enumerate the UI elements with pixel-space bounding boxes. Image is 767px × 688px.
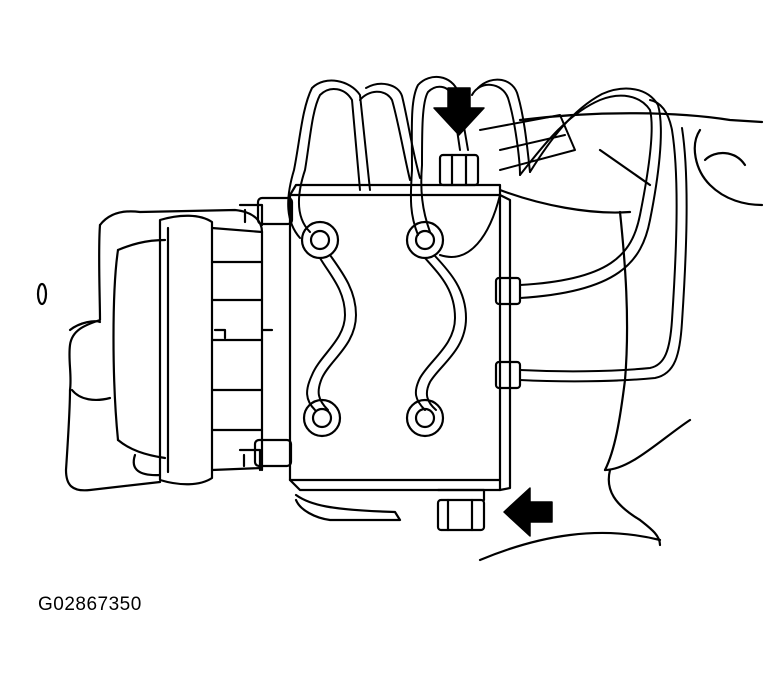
valve-block bbox=[290, 155, 520, 530]
pump-motor bbox=[38, 198, 292, 490]
arrow-left-icon bbox=[504, 488, 552, 536]
arrow-down-icon bbox=[434, 88, 484, 135]
mounting-bracket bbox=[480, 113, 762, 560]
brake-lines bbox=[288, 77, 686, 410]
figure-code-label: G02867350 bbox=[38, 594, 142, 615]
